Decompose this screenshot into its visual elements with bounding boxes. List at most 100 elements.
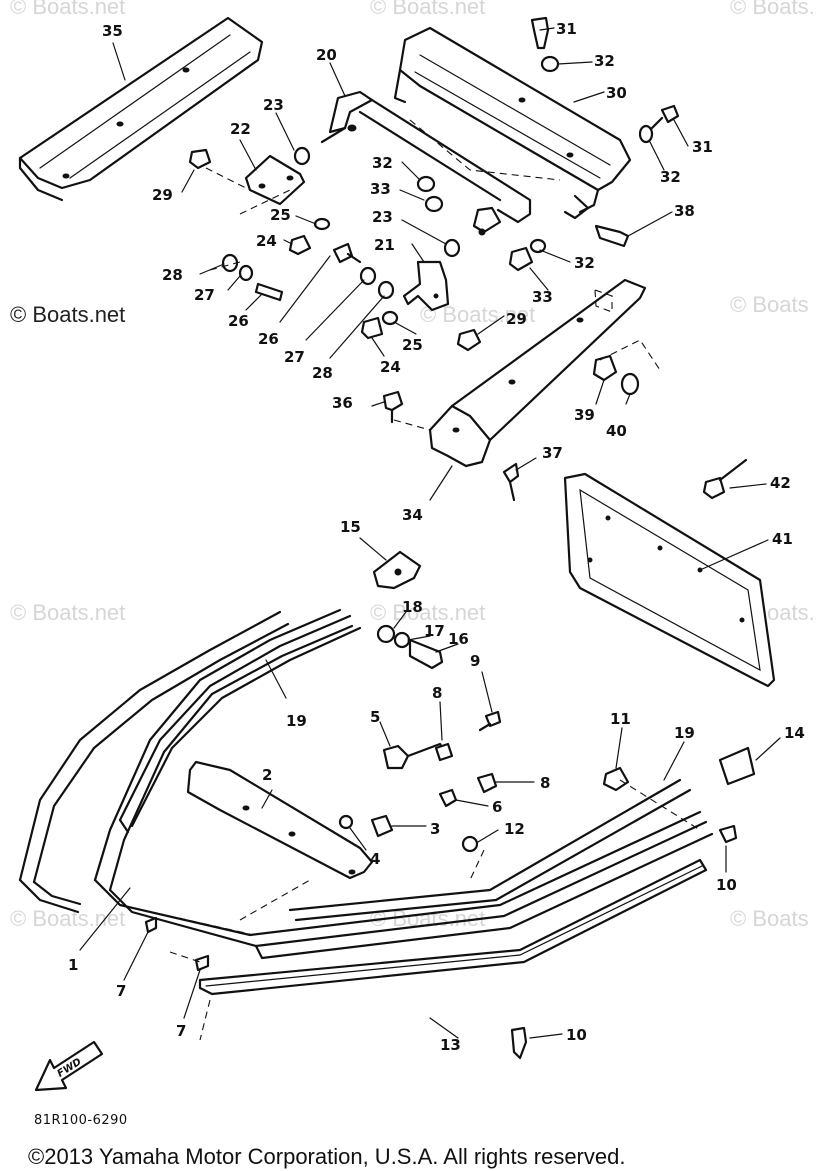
part-32-washer-right — [638, 124, 654, 144]
label-27-right: 27 — [284, 348, 305, 366]
part-5-bracket — [382, 744, 410, 770]
part-4-washer — [338, 814, 354, 830]
label-11: 11 — [610, 710, 631, 728]
label-36: 36 — [332, 394, 353, 412]
watermark-mid-left: © Boats.net — [10, 302, 125, 327]
part-31-bolt-right — [660, 104, 680, 124]
label-20: 20 — [316, 46, 337, 64]
part-40-washer — [620, 372, 640, 396]
label-29-lower: 29 — [506, 310, 527, 328]
label-37: 37 — [542, 444, 563, 462]
part-15-clamp — [372, 550, 422, 590]
label-38: 38 — [674, 202, 695, 220]
label-24-upper: 24 — [256, 232, 277, 250]
label-35: 35 — [102, 22, 123, 40]
lower-hardware — [144, 710, 756, 1060]
part-29-nut-lower — [456, 328, 482, 352]
part-34-rail-bar — [428, 278, 647, 468]
watermark-top-left: © Boats.net — [10, 0, 125, 19]
label-32-lower: 32 — [574, 254, 595, 272]
part-23-washer-upper — [293, 146, 311, 166]
part-31-bolt-top — [530, 16, 550, 50]
label-28-right: 28 — [312, 364, 333, 382]
label-41: 41 — [772, 530, 793, 548]
label-2: 2 — [262, 766, 272, 784]
mid-hardware — [382, 354, 640, 502]
part-25-washer-lower — [381, 310, 399, 326]
part-18-washer — [376, 624, 396, 644]
part-12-nut — [461, 835, 479, 853]
watermark-bottom-right: © Boats — [730, 906, 809, 931]
part-29-nut-upper — [188, 148, 212, 170]
part-20-handle-rail — [320, 90, 532, 236]
label-25-upper: 25 — [270, 206, 291, 224]
left-trim-strip — [18, 610, 290, 914]
label-31-top: 31 — [556, 20, 577, 38]
part-27-washer-left — [238, 264, 254, 282]
label-10-bottom: 10 — [566, 1026, 587, 1044]
part-11-grommet — [602, 766, 630, 792]
watermark-mid-right: © Boats — [730, 292, 809, 317]
label-5: 5 — [370, 708, 380, 726]
part-3-spacer — [370, 814, 394, 838]
part-9-screw — [484, 710, 502, 728]
part-10-screw-bottom — [510, 1026, 528, 1060]
label-19-left: 19 — [286, 712, 307, 730]
part-14-clip — [718, 746, 756, 786]
part-23-washer-lower — [443, 238, 461, 258]
watermark-top-right: © Boats. — [730, 0, 815, 19]
part-1-lower-frame — [93, 608, 714, 960]
copyright-text: ©2013 Yamaha Motor Corporation, U.S.A. A… — [28, 1144, 625, 1169]
part-7-screw-upper — [144, 916, 158, 934]
label-4: 4 — [370, 850, 380, 868]
label-21: 21 — [374, 236, 395, 254]
label-6: 6 — [492, 798, 502, 816]
part-10-screw-right — [718, 824, 738, 844]
label-1: 1 — [68, 956, 78, 974]
part-17-washer — [393, 631, 411, 649]
label-17: 17 — [424, 622, 445, 640]
part-26-bolt-right-head — [332, 242, 354, 264]
watermark-top-mid: © Boats.net — [370, 0, 485, 19]
label-39: 39 — [574, 406, 595, 424]
label-14: 14 — [784, 724, 805, 742]
part-8-nut-lower — [476, 772, 498, 794]
leader-lines — [79, 27, 781, 1039]
label-13: 13 — [440, 1036, 461, 1054]
part-33-nut-lower — [508, 246, 534, 272]
label-8-lower: 8 — [540, 774, 550, 792]
part-41-plate — [563, 458, 776, 688]
part-32-washer-lower — [529, 238, 547, 254]
label-32-mid: 32 — [372, 154, 393, 172]
label-9: 9 — [470, 652, 480, 670]
part-6-nut — [438, 788, 458, 808]
label-33-lower: 33 — [532, 288, 553, 306]
part-38-bolt — [594, 224, 630, 248]
label-16: 16 — [448, 630, 469, 648]
label-32-right: 32 — [660, 168, 681, 186]
part-8-nut-upper — [434, 742, 454, 762]
part-30-upper-frame — [393, 26, 632, 220]
label-32-top: 32 — [594, 52, 615, 70]
label-15: 15 — [340, 518, 361, 536]
part-7-screw-lower — [194, 954, 210, 972]
label-10-right: 10 — [716, 876, 737, 894]
part-24-nut-lower — [360, 316, 384, 340]
part-42-fastener — [702, 476, 726, 500]
part-36-bolt — [382, 390, 404, 412]
label-28-left: 28 — [162, 266, 183, 284]
part-37-clip — [502, 462, 520, 484]
label-25-lower: 25 — [402, 336, 423, 354]
label-18: 18 — [402, 598, 423, 616]
part-number-labels: 35 20 23 22 29 31 32 30 31 32 32 33 23 2… — [68, 20, 805, 1054]
part-33-nut-middle — [424, 195, 444, 213]
part-2-support-bar — [186, 760, 374, 880]
label-26-right: 26 — [258, 330, 279, 348]
bolt-set-16-18 — [376, 624, 444, 670]
upper-hardware — [188, 16, 680, 352]
part-13-lower-trim — [198, 858, 708, 996]
watermark-low-left: © Boats.net — [10, 600, 125, 625]
label-31-right: 31 — [692, 138, 713, 156]
